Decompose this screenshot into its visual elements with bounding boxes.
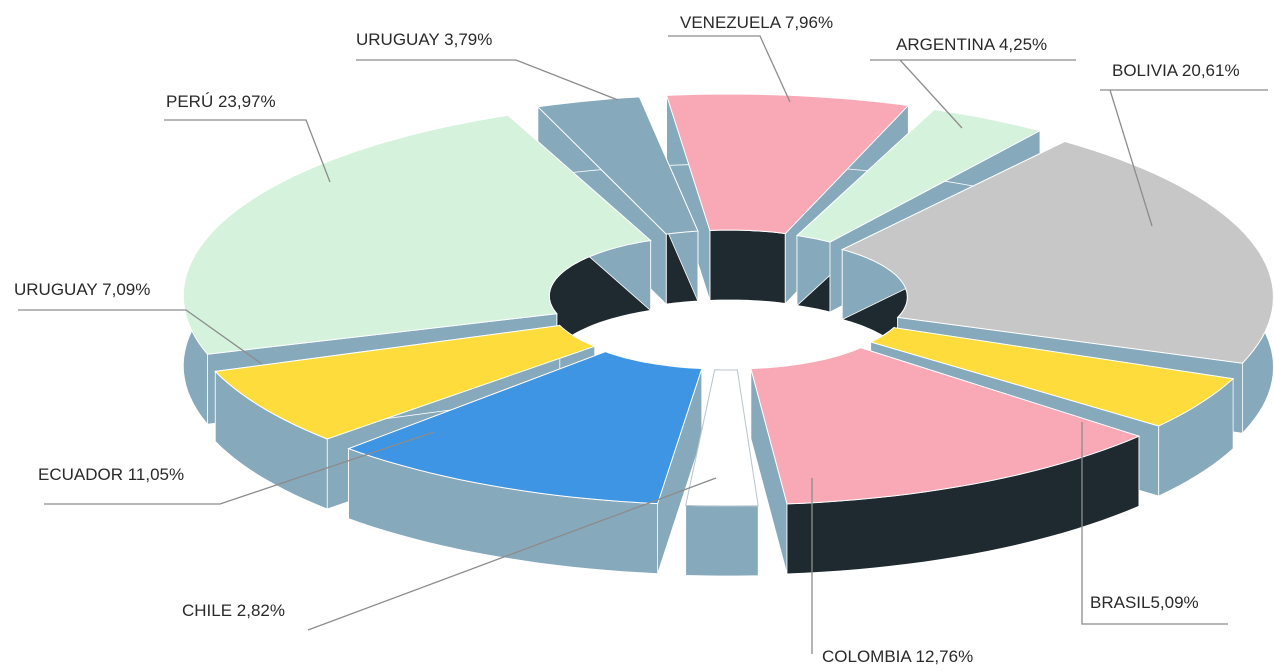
slice-inner-wall xyxy=(709,229,786,305)
label-argentina: ARGENTINA 4,25% xyxy=(896,35,1047,54)
label-peru: PERÚ 23,97% xyxy=(166,92,276,111)
label-uruguay-2: URUGUAY 7,09% xyxy=(14,280,150,299)
leader-line xyxy=(356,59,619,101)
slice-top xyxy=(750,347,1141,505)
slice-labels: VENEZUELA 7,96% ARGENTINA 4,25% BOLIVIA … xyxy=(14,13,1240,666)
leader-line xyxy=(870,59,1076,129)
slice-top xyxy=(536,96,699,235)
label-chile: CHILE 2,82% xyxy=(182,601,285,620)
slice-chile-5 xyxy=(685,369,759,577)
slice-top xyxy=(214,324,597,440)
leader-line xyxy=(1100,89,1268,227)
leader-line xyxy=(668,35,791,103)
label-brasil: BRASIL5,09% xyxy=(1090,593,1199,612)
slice-outer-wall xyxy=(685,504,759,577)
leader-line xyxy=(18,309,263,365)
label-colombia: COLOMBIA 12,76% xyxy=(822,647,973,666)
leader-line xyxy=(44,431,435,505)
slice-top xyxy=(182,114,652,355)
slice-top xyxy=(795,108,1042,243)
slice-colombia-4 xyxy=(750,347,1141,575)
leader-line xyxy=(307,477,717,631)
slice-top xyxy=(869,327,1235,427)
slice-top xyxy=(840,140,1274,364)
slices-layer xyxy=(182,93,1274,577)
leader-line xyxy=(164,119,331,183)
slice-top xyxy=(347,351,703,505)
label-uruguay-1: URUGUAY 3,79% xyxy=(356,30,492,49)
label-venezuela: VENEZUELA 7,96% xyxy=(680,13,833,32)
slice-ecuador-6 xyxy=(347,350,703,575)
label-bolivia: BOLIVIA 20,61% xyxy=(1112,61,1240,80)
leader-lines xyxy=(18,35,1268,654)
label-ecuador: ECUADOR 11,05% xyxy=(38,465,184,484)
leader-line xyxy=(1081,422,1228,625)
slice-top xyxy=(665,93,910,235)
slice-top xyxy=(685,369,759,507)
